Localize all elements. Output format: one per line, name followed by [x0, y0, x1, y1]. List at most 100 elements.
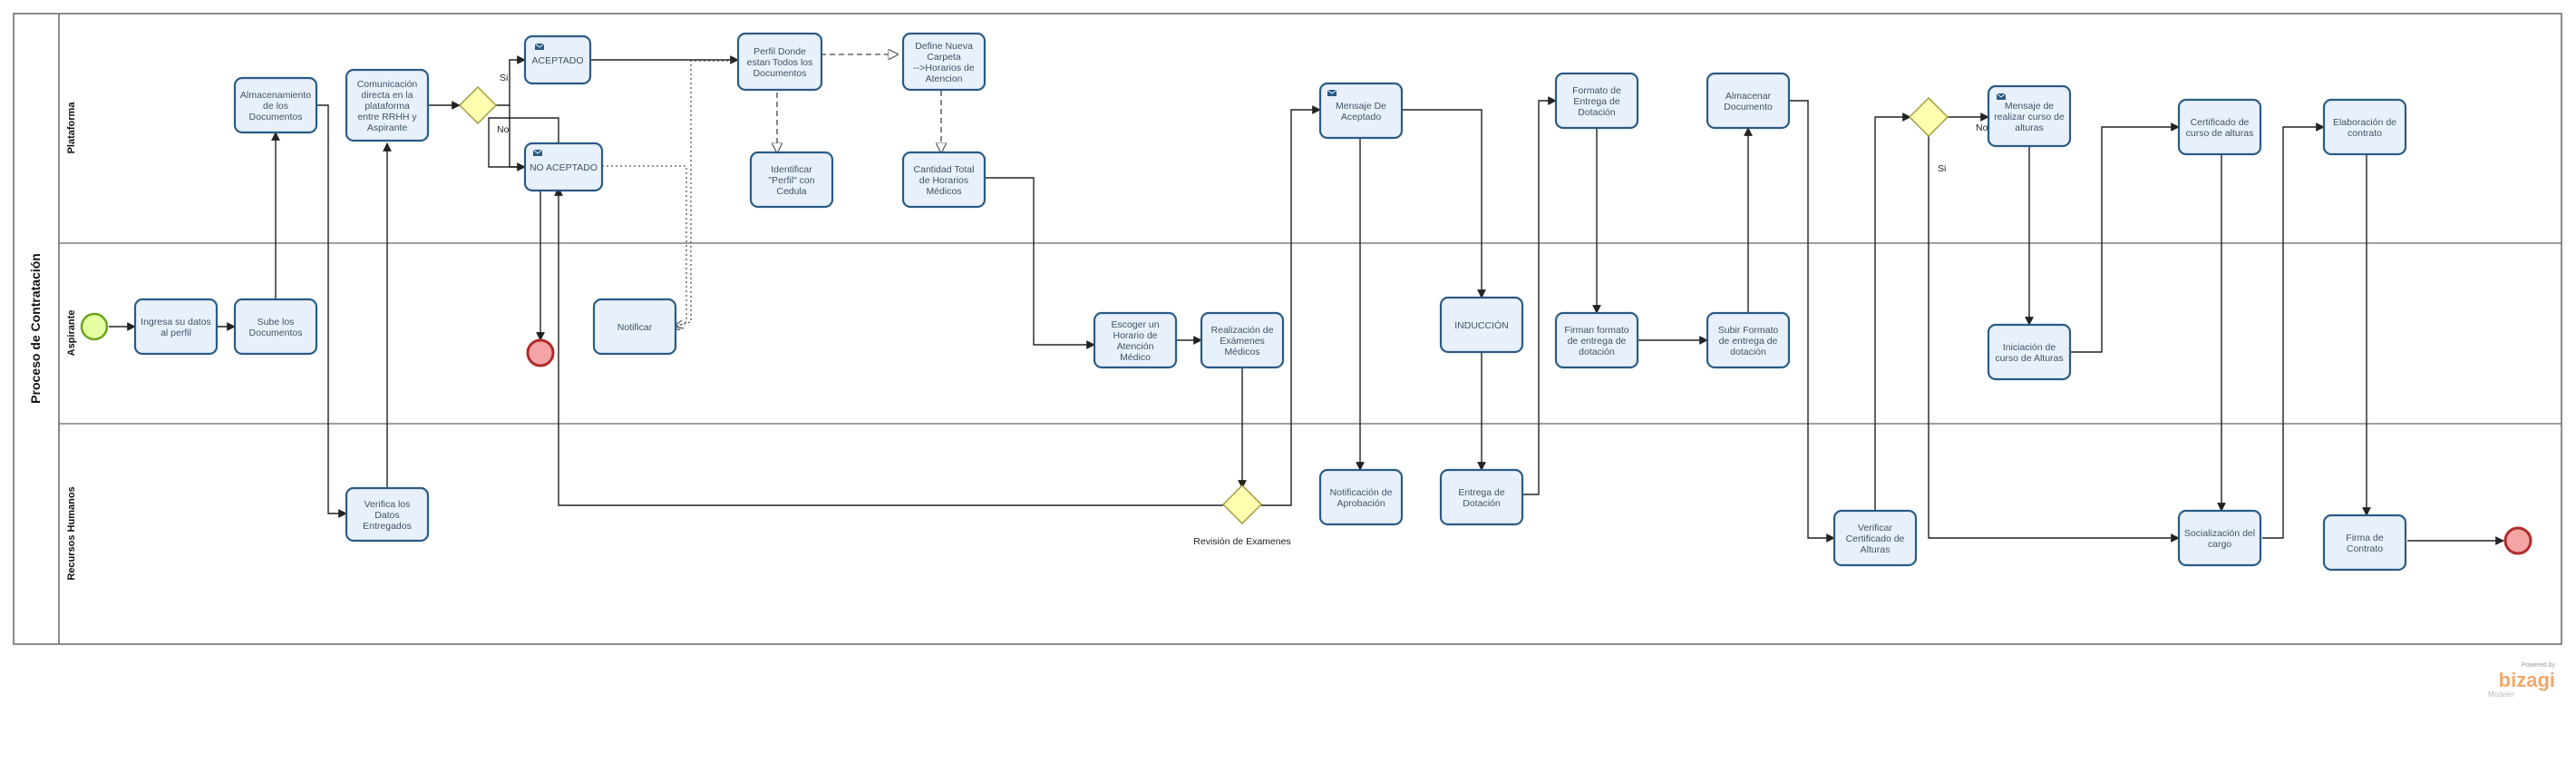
- task-formato-dotacion-label: Dotación: [1578, 107, 1616, 118]
- task-notificacion-aprobacion-label: Notificación de: [1330, 487, 1393, 498]
- task-firman-formato-label: dotación: [1579, 347, 1615, 357]
- task-iniciacion-curso-label: Iniciación de: [2003, 342, 2056, 353]
- task-elaboracion-contrato-label: Elaboración de: [2333, 117, 2396, 128]
- svg-text:Modeler: Modeler: [2488, 690, 2514, 699]
- task-define-carpeta-label: Carpeta: [927, 52, 961, 63]
- task-ingresa-datos-label: al perfil: [160, 328, 191, 338]
- bizagi-logo: Powered by bizagi Modeler: [2488, 662, 2555, 699]
- task-mensaje-curso-alturas-label: Mensaje de: [2005, 101, 2054, 112]
- task-subir-formato-label: dotación: [1730, 347, 1766, 357]
- lane-label-plataforma: Plataforma: [66, 102, 77, 154]
- task-define-carpeta-label: Atencion: [926, 73, 963, 84]
- task-comunicacion-directa-label: directa en la: [361, 90, 413, 101]
- task-firman-formato-label: de entrega de: [1568, 336, 1627, 347]
- task-verificar-certificado-label: Certificado de: [1846, 533, 1905, 544]
- label-si-2: Si: [1938, 163, 1946, 174]
- task-verifica-datos-label: Datos: [374, 510, 399, 521]
- end-event-rejected: [526, 338, 555, 367]
- task-identificar-perfil-label: Identificar: [771, 164, 812, 175]
- label-no-1: No: [497, 124, 510, 135]
- task-perfil-documentos-label: Perfil Donde: [753, 46, 806, 57]
- task-comunicacion-directa-label: entre RRHH y: [357, 112, 417, 122]
- envelope-icon: [534, 43, 545, 50]
- task-examenes-medicos-label: Realización de: [1211, 325, 1274, 336]
- task-comunicacion-directa-label: plataforma: [365, 101, 410, 112]
- task-verifica-datos-label: Verifica los: [365, 499, 411, 510]
- label-no-2: No: [1976, 122, 1988, 133]
- task-mensaje-curso-alturas-label: realizar curso de: [1994, 112, 2065, 122]
- envelope-icon: [1996, 93, 2007, 100]
- task-comunicacion-directa-label: Aspirante: [367, 122, 408, 133]
- task-aceptado-label: ACEPTADO: [532, 55, 584, 66]
- task-mensaje-curso-alturas-label: alturas: [2015, 122, 2044, 133]
- task-iniciacion-curso-label: curso de Alturas: [1995, 353, 2063, 364]
- gateway-height-certificate: [1909, 97, 1949, 137]
- lane-label-recursos-humanos: Recursos Humanos: [66, 486, 77, 580]
- task-comunicacion-directa-label: Comunicación: [357, 79, 418, 90]
- task-formato-dotacion-label: Entrega de: [1573, 96, 1620, 107]
- task-notificacion-aprobacion-label: Aprobación: [1337, 498, 1385, 509]
- task-perfil-documentos-label: estan Todos los: [747, 57, 813, 68]
- task-sube-documentos-label: Sube los: [258, 317, 295, 328]
- task-almacenamiento-documentos-label: de los: [263, 101, 288, 112]
- task-formato-dotacion-label: Formato de: [1572, 85, 1621, 96]
- task-identificar-perfil-label: "Perfil" con: [768, 175, 814, 186]
- end-event-contract: [2503, 526, 2532, 555]
- task-certificado-curso-label: curso de alturas: [2186, 128, 2254, 139]
- sequence-flows: [109, 55, 2504, 545]
- message-flows: [602, 54, 941, 329]
- task-no-aceptado: NO ACEPTADO: [523, 142, 604, 192]
- task-socializacion-cargo-label: Socialización del: [2184, 528, 2255, 539]
- task-cantidad-horarios-label: Cantidad Total: [914, 164, 975, 175]
- task-ingresa-datos-label: Ingresa su datos: [141, 317, 211, 328]
- task-firman-formato-label: Firman formato: [1564, 325, 1628, 336]
- gateway-acceptance: [459, 86, 497, 124]
- task-almacenar-documento-label: Almacenar: [1725, 91, 1772, 102]
- pool: Proceso de Contratación Plataforma Aspir…: [13, 13, 2562, 645]
- task-almacenamiento-documentos-label: Almacenamiento: [240, 90, 311, 101]
- task-cantidad-horarios-label: de Horarios: [919, 175, 968, 186]
- task-induccion-label: INDUCCIÓN: [1454, 319, 1509, 331]
- task-socializacion-cargo-label: cargo: [2208, 539, 2231, 550]
- task-verificar-certificado-label: Verificar: [1858, 523, 1892, 533]
- task-almacenamiento-documentos-label: Documentos: [249, 112, 303, 122]
- lane-label-aspirante: Aspirante: [66, 310, 77, 357]
- task-mensaje-aceptado-label: Mensaje De: [1336, 101, 1386, 112]
- task-cantidad-horarios-label: Médicos: [926, 186, 961, 197]
- svg-text:bizagi: bizagi: [2499, 669, 2555, 691]
- task-escoger-horario-label: Escoger un: [1111, 319, 1159, 330]
- task-aceptado: ACEPTADO: [523, 34, 592, 85]
- task-almacenar-documento-label: Documento: [1724, 102, 1773, 112]
- task-examenes-medicos-label: Médicos: [1224, 347, 1259, 357]
- task-elaboracion-contrato-label: contrato: [2348, 128, 2382, 139]
- pool-label: Proceso de Contratación: [28, 253, 43, 404]
- task-firma-contrato-label: Firma de: [2346, 533, 2384, 543]
- envelope-icon: [532, 149, 543, 156]
- task-verificar-certificado-label: Alturas: [1861, 544, 1891, 555]
- task-subir-formato-label: de entrega de: [1719, 336, 1778, 347]
- task-entrega-dotacion-label: Entrega de: [1458, 487, 1505, 498]
- task-identificar-perfil-label: Cedula: [776, 186, 806, 197]
- task-no-aceptado-label: NO ACEPTADO: [530, 162, 598, 173]
- task-define-carpeta-label: Define Nueva: [915, 41, 973, 52]
- task-escoger-horario-label: Atención: [1117, 341, 1154, 352]
